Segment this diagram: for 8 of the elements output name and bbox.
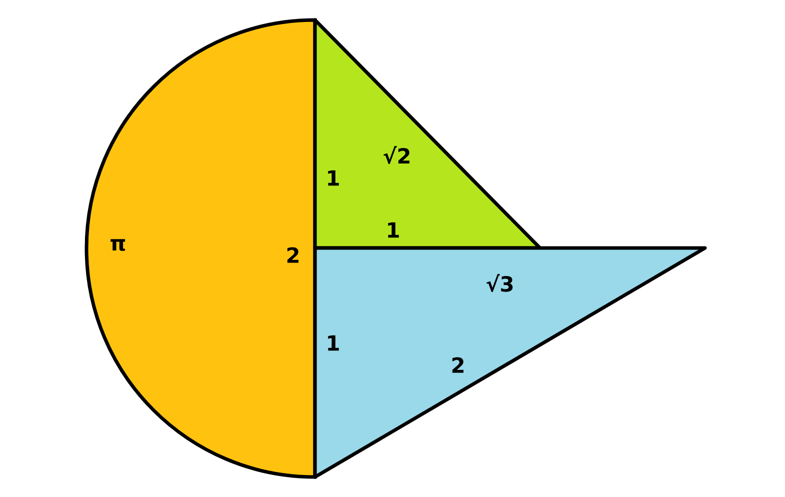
length-label: √3 (486, 274, 513, 292)
length-label: √2 (384, 146, 410, 164)
length-label: π (110, 239, 126, 251)
length-label: 1 (328, 170, 339, 186)
length-label: 1 (328, 335, 339, 351)
length-label: 2 (287, 247, 298, 263)
length-label: 1 (388, 222, 399, 238)
length-label: 2 (452, 357, 464, 373)
